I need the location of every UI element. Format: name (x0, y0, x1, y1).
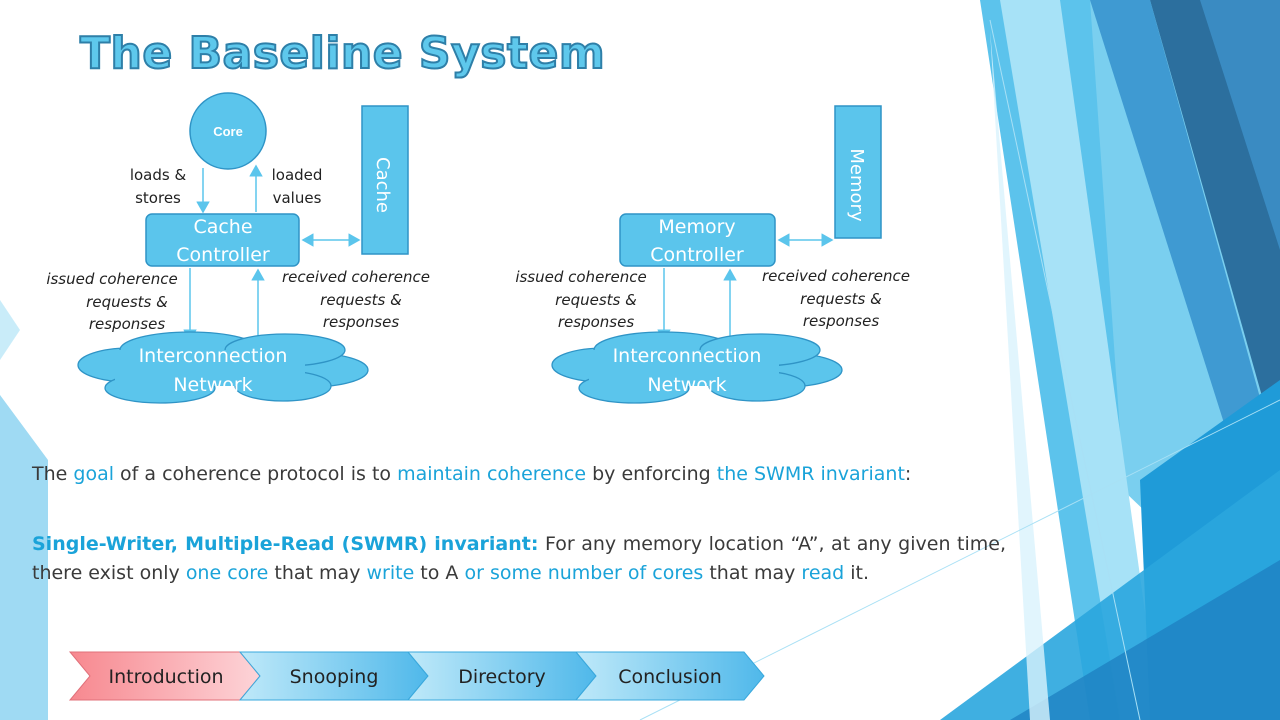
memory-label: Memory (846, 148, 867, 222)
p2-segment: it. (844, 562, 870, 584)
p1-segment: the SWMR invariant (716, 463, 905, 485)
cache-controller-line1: Cache (193, 216, 252, 238)
received-left-line2: requests & (320, 291, 402, 309)
p1-segment: of a coherence protocol is to (114, 463, 398, 485)
p1-segment: The (32, 463, 74, 485)
p2-segment: For any memory location “A”, at any give… (32, 533, 1006, 584)
network-left-line1: Interconnection (139, 345, 288, 367)
received-left-line1: received coherence (282, 268, 430, 286)
issued-right-line2: requests & (555, 291, 637, 309)
cache-box: Cache (361, 105, 409, 255)
network-left-line2: Network (173, 374, 252, 396)
p2-segment: Single-Writer, Multiple-Read (SWMR) inva… (32, 533, 539, 555)
p2-segment: write (366, 562, 415, 584)
core-label: Core (213, 124, 243, 139)
p2-segment: that may (703, 562, 802, 584)
issued-left-line3: responses (89, 315, 165, 333)
nav-introduction-label: Introduction (108, 666, 223, 688)
issued-right-line3: responses (558, 313, 634, 331)
p1-segment: : (904, 463, 912, 485)
cache-label: Cache (372, 157, 393, 213)
memory-controller-box: Memory Controller (619, 213, 776, 267)
issued-right-line1: issued coherence (515, 268, 646, 286)
received-right-line1: received coherence (762, 267, 910, 285)
p1-segment: by enforcing (586, 463, 717, 485)
p2-segment: to A (414, 562, 465, 584)
swmr-paragraph: Single-Writer, Multiple-Read (SWMR) inva… (32, 530, 1006, 588)
p1-segment: goal (73, 463, 114, 485)
interconnection-network-right: Interconnection Network (551, 331, 843, 404)
network-right-line2: Network (647, 374, 726, 396)
nav-conclusion[interactable]: Conclusion (574, 651, 765, 701)
memory-controller-line2: Controller (650, 244, 744, 266)
cache-controller-box: Cache Controller (145, 213, 300, 267)
nav-directory[interactable]: Directory (406, 651, 597, 701)
goal-paragraph: The goal of a coherence protocol is to m… (32, 460, 1006, 489)
loaded-values-line1: loaded (272, 166, 323, 184)
p2-segment: read (801, 562, 845, 584)
nav-snooping-label: Snooping (290, 666, 379, 688)
issued-left-line2: requests & (86, 293, 168, 311)
memory-box: Memory (834, 105, 882, 239)
received-left-line3: responses (323, 313, 399, 331)
nav-snooping[interactable]: Snooping (238, 651, 429, 701)
received-right-line2: requests & (800, 290, 882, 308)
nav-conclusion-label: Conclusion (618, 666, 722, 688)
p1-segment: maintain coherence (397, 463, 587, 485)
nav-introduction[interactable]: Introduction (68, 651, 261, 701)
interconnection-network-left: Interconnection Network (77, 331, 369, 404)
nav-directory-label: Directory (458, 666, 546, 688)
loaded-values-line2: values (273, 189, 322, 207)
received-right-line3: responses (803, 312, 879, 330)
loads-stores-line1: loads & (130, 166, 187, 184)
memory-controller-line1: Memory (658, 216, 735, 238)
cache-controller-line2: Controller (176, 244, 270, 266)
section-nav: Introduction Snooping Directory Conclusi… (68, 651, 765, 701)
core-node: Core (189, 92, 267, 170)
network-right-line1: Interconnection (613, 345, 762, 367)
loads-stores-line2: stores (135, 189, 181, 207)
p2-segment: that may (268, 562, 367, 584)
p2-segment: or some number of cores (464, 562, 704, 584)
issued-left-line1: issued coherence (46, 270, 177, 288)
slide-title: The Baseline System (79, 27, 606, 80)
p2-segment: one core (185, 562, 269, 584)
